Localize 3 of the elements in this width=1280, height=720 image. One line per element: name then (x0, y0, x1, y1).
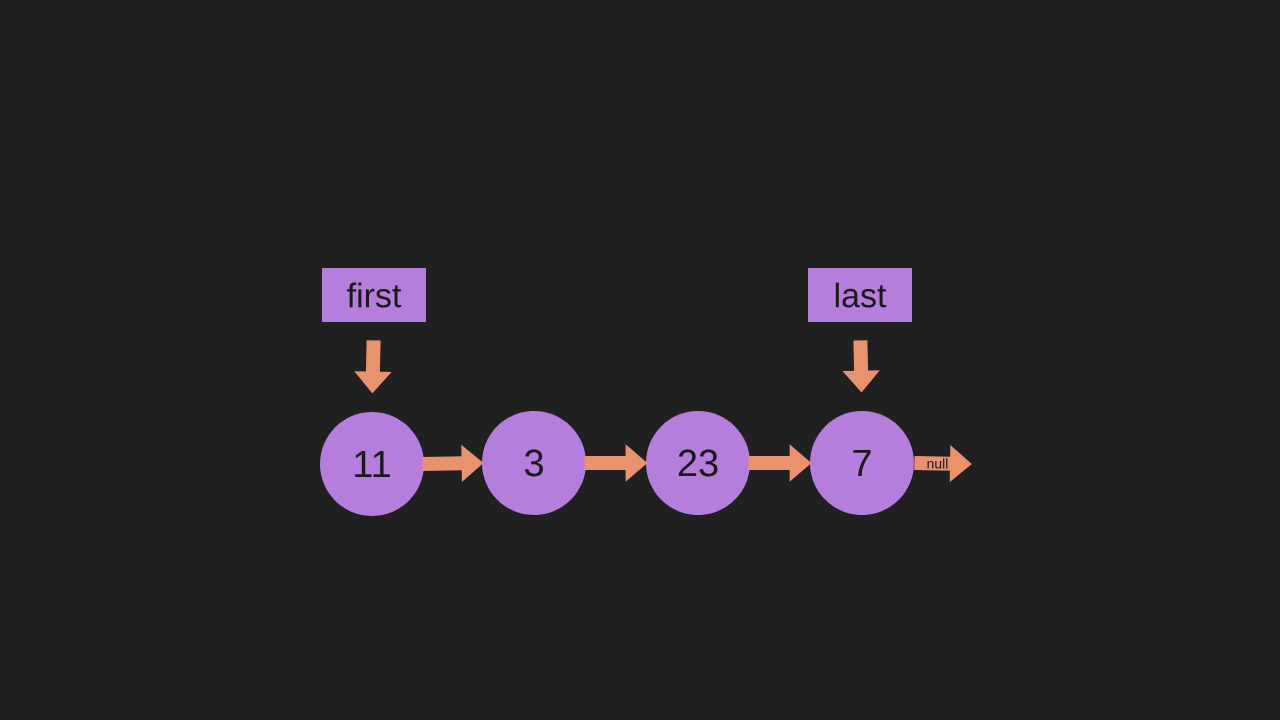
label-box: first (322, 268, 426, 322)
label-box: last (808, 268, 912, 322)
edge-label: null (925, 457, 950, 470)
